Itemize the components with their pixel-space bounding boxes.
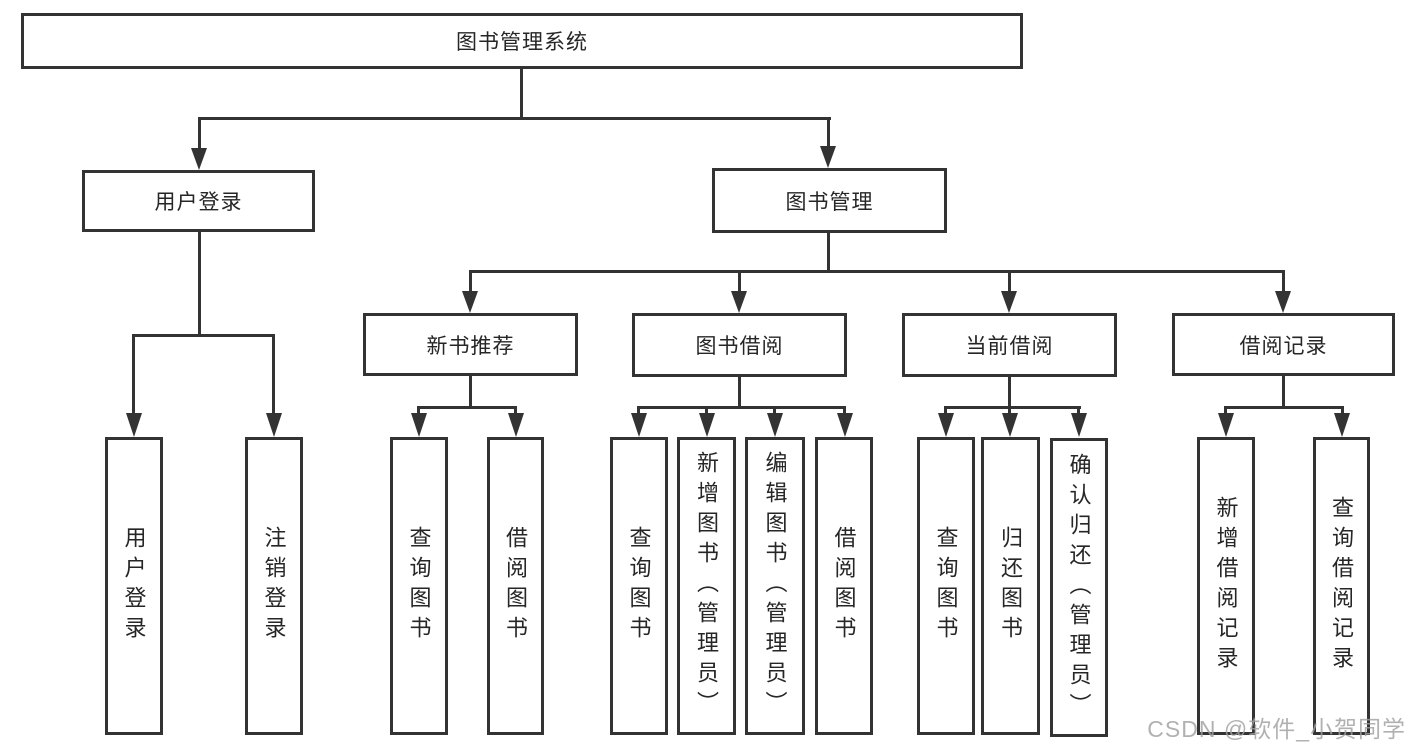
arrowhead-down-icon (1275, 291, 1291, 313)
connector-line (843, 406, 846, 416)
node-book-borrow: 图书借阅 (632, 313, 847, 377)
connector-line (738, 377, 741, 407)
node-label: 用户登录 (154, 191, 243, 214)
node-label: 编辑图书（管理员） (762, 451, 788, 721)
leaf-return-books: 归还图书 (981, 437, 1040, 735)
connector-line (198, 117, 831, 120)
arrowhead-down-icon (1071, 413, 1087, 437)
connector-line (1282, 270, 1285, 295)
leaf-borrow-books: 借阅图书 (815, 437, 873, 735)
node-label: 查询图书 (406, 526, 432, 646)
arrowhead-down-icon (126, 413, 142, 437)
arrowhead-down-icon (191, 148, 207, 170)
connector-line (198, 232, 201, 336)
arrowhead-down-icon (508, 413, 524, 437)
node-label: 图书管理系统 (456, 31, 588, 54)
connector-line (198, 117, 201, 149)
connector-line (827, 233, 830, 273)
arrowhead-down-icon (837, 413, 853, 437)
node-library-system: 图书管理系统 (21, 13, 1023, 69)
connector-line (417, 406, 420, 416)
node-label: 注销登录 (261, 526, 287, 646)
connector-line (520, 69, 523, 118)
node-new-book-recommend: 新书推荐 (363, 313, 578, 376)
connector-line (1224, 406, 1227, 416)
node-current-borrow: 当前借阅 (902, 313, 1117, 377)
connector-line (1008, 377, 1011, 407)
arrowhead-down-icon (767, 413, 783, 437)
leaf-query-books-recommend: 查询图书 (390, 437, 448, 735)
arrowhead-down-icon (411, 413, 427, 437)
arrowhead-down-icon (631, 413, 647, 437)
connector-line (272, 334, 275, 414)
arrowhead-down-icon (1001, 291, 1017, 313)
connector-line (469, 270, 472, 295)
connector-line (132, 334, 135, 414)
connector-line (827, 117, 830, 147)
node-user-login: 用户登录 (82, 170, 315, 232)
connector-line (514, 406, 517, 416)
node-label: 查询图书 (933, 526, 959, 646)
node-label: 用户登录 (121, 526, 147, 646)
node-label: 借阅图书 (831, 526, 857, 646)
connector-line (705, 406, 708, 416)
connector-line (1077, 406, 1080, 416)
connector-line (738, 270, 741, 295)
leaf-logout: 注销登录 (245, 437, 303, 735)
connector-line (469, 376, 472, 407)
node-label: 新增借阅记录 (1213, 496, 1239, 676)
node-label: 借阅图书 (503, 526, 529, 646)
leaf-user-login: 用户登录 (105, 437, 163, 735)
arrowhead-down-icon (266, 413, 282, 437)
connector-line (773, 406, 776, 416)
leaf-query-borrow-record: 查询借阅记录 (1313, 437, 1370, 735)
arrowhead-down-icon (462, 291, 478, 313)
node-label: 当前借阅 (965, 335, 1054, 358)
node-label: 确认归还（管理员） (1066, 452, 1092, 723)
arrowhead-down-icon (1002, 413, 1018, 437)
connector-line (944, 406, 1081, 409)
arrowhead-down-icon (938, 413, 954, 437)
leaf-borrow-books-recommend: 借阅图书 (487, 437, 544, 735)
arrowhead-down-icon (1334, 413, 1350, 437)
leaf-query-books-current: 查询图书 (917, 437, 975, 735)
leaf-confirm-return-admin: 确认归还（管理员） (1050, 438, 1108, 737)
node-label: 归还图书 (998, 526, 1024, 646)
connector-line (637, 406, 640, 416)
connector-line (944, 406, 947, 416)
connector-line (132, 334, 275, 337)
node-label: 查询图书 (626, 526, 652, 646)
connector-line (1008, 270, 1011, 295)
arrowhead-down-icon (1218, 413, 1234, 437)
node-label: 新增图书（管理员） (694, 451, 720, 721)
connector-line (469, 270, 1283, 273)
connector-line (1008, 406, 1011, 416)
leaf-edit-books-admin: 编辑图书（管理员） (745, 437, 805, 735)
leaf-query-books-borrow: 查询图书 (610, 437, 668, 735)
arrowhead-down-icon (699, 413, 715, 437)
node-label: 借阅记录 (1239, 334, 1328, 358)
connector-line (1224, 406, 1344, 409)
node-label: 新书推荐 (426, 334, 515, 358)
node-label: 图书管理 (785, 190, 874, 214)
node-book-management: 图书管理 (712, 168, 947, 233)
node-label: 图书借阅 (695, 335, 784, 358)
arrowhead-down-icon (820, 146, 836, 168)
leaf-add-books-admin: 新增图书（管理员） (677, 437, 736, 735)
leaf-add-borrow-record: 新增借阅记录 (1197, 437, 1255, 735)
connector-line (417, 406, 517, 409)
connector-line (1282, 376, 1285, 407)
connector-line (637, 406, 846, 409)
node-label: 查询借阅记录 (1329, 496, 1355, 676)
arrowhead-down-icon (731, 291, 747, 313)
node-borrow-records: 借阅记录 (1172, 313, 1395, 376)
connector-line (1341, 406, 1344, 416)
